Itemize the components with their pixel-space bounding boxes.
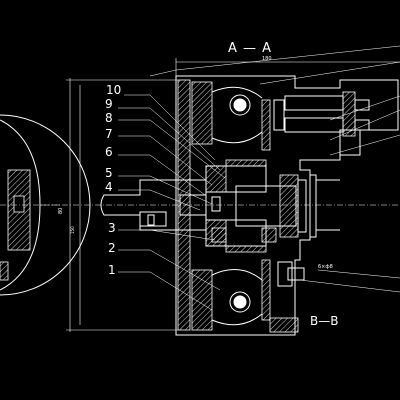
dimension-left: 80 (58, 208, 64, 214)
part-number: 10 (106, 83, 121, 97)
leader-lines (118, 45, 400, 311)
right-parts (277, 130, 361, 287)
part-number: 4 (105, 180, 113, 194)
part-number: 3 (108, 221, 116, 235)
part-numbers: 10 9 8 7 6 5 4 3 2 1 (105, 83, 121, 277)
part-number: 1 (108, 263, 116, 277)
section-label-top: A — A (228, 41, 272, 56)
central-hub (205, 159, 307, 253)
part-number: 9 (105, 97, 113, 111)
part-number: 2 (108, 241, 116, 255)
dimension-top: 180 (262, 56, 272, 62)
lower-rotor (211, 269, 263, 326)
part-number: 6 (105, 145, 113, 159)
shaft (100, 179, 221, 231)
section-label-bottom: B—B (310, 314, 338, 328)
upper-bolts (273, 91, 370, 137)
housing (175, 75, 399, 336)
thread-note: 6×ф8 (318, 264, 333, 270)
part-number: 8 (105, 111, 113, 125)
part-number: 7 (105, 127, 113, 141)
part-number: 5 (105, 166, 113, 180)
upper-rotor (211, 86, 263, 144)
dimension-left-small: 150 (70, 226, 75, 234)
dimension-lines: 180 80 150 (58, 56, 400, 332)
